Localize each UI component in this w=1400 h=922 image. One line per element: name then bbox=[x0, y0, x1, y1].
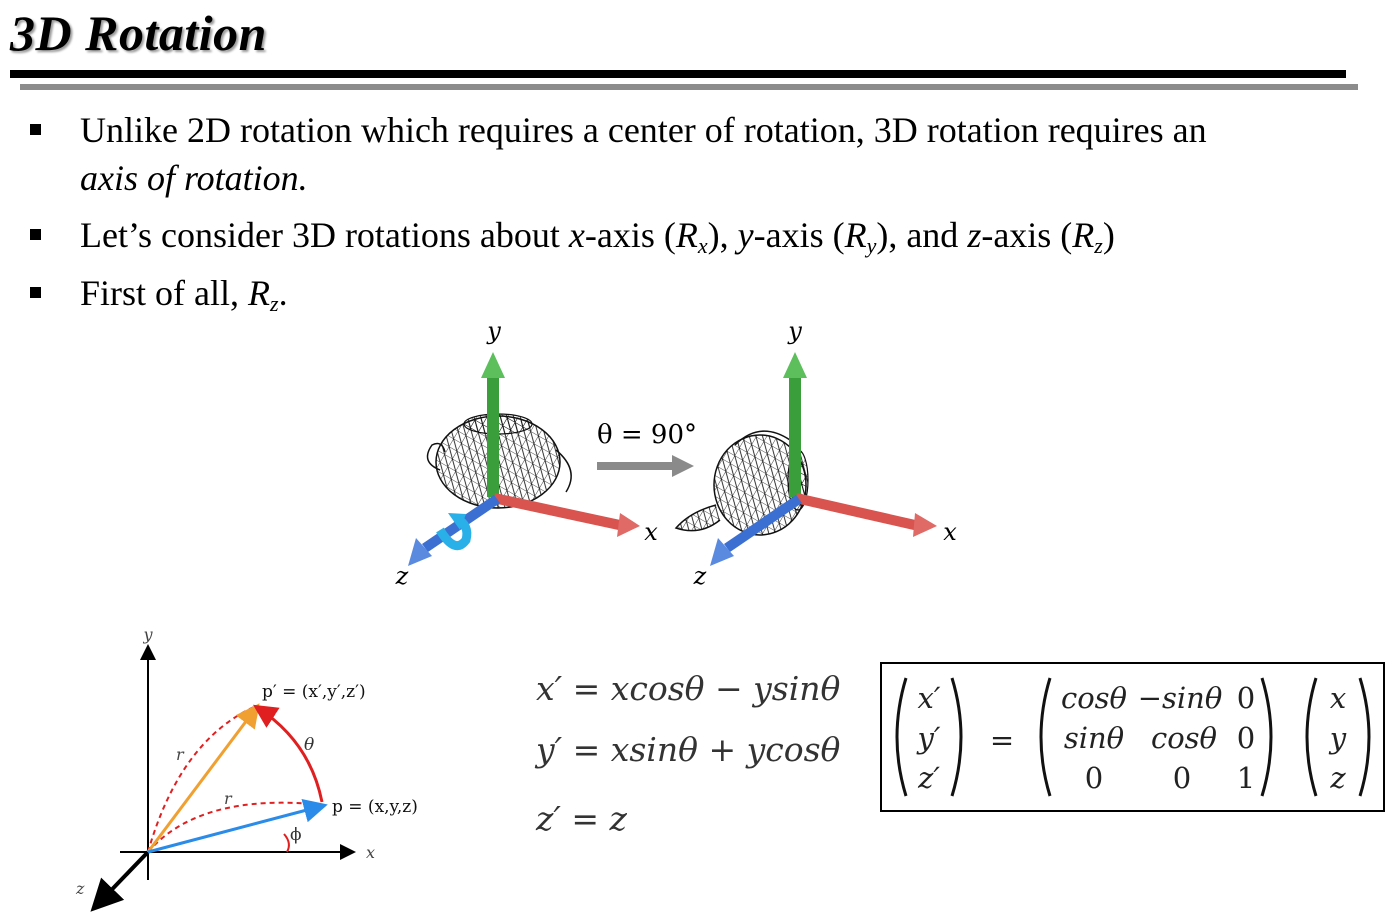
rhs-z: z bbox=[1329, 761, 1346, 795]
bullet-1-line-2: axis of rotation. bbox=[80, 158, 308, 198]
diagram-label-z: z bbox=[75, 879, 85, 898]
bullet-3: First of all, Rz. bbox=[80, 275, 288, 315]
bullet-2-text: -axis ( bbox=[981, 215, 1073, 255]
dashed-arc-p-prime bbox=[147, 705, 257, 853]
x-axis-arrowhead bbox=[913, 513, 937, 537]
diagram-label-y: y bbox=[142, 625, 153, 644]
transition-arrow bbox=[597, 462, 675, 470]
x-axis-arrow bbox=[795, 493, 920, 531]
matrix-cell: 0 bbox=[1173, 761, 1191, 795]
bullet-2-subscript: x bbox=[697, 233, 708, 258]
bullet-2-R: R bbox=[844, 215, 867, 255]
equation-z-prime: z′ = z bbox=[536, 799, 627, 838]
z-axis-arrow bbox=[724, 495, 802, 552]
matrix-cell: 0 bbox=[1237, 681, 1255, 715]
title-underline-shadow bbox=[20, 84, 1358, 90]
bullet-2-text: ), bbox=[707, 215, 738, 255]
angle-label: θ = 90° bbox=[597, 420, 697, 450]
dashed-arc-p bbox=[147, 801, 325, 853]
bullet-2-text: Let’s consider 3D rotations about bbox=[80, 215, 569, 255]
bullet-2-R: R bbox=[675, 215, 698, 255]
bullet-2-x: x bbox=[568, 215, 585, 255]
bullet-2-R: R bbox=[1072, 215, 1095, 255]
bullet-3-subscript: z bbox=[270, 291, 279, 316]
rotation-matrix-box: x′ y′ z′ = cosθ −sinθ 0 sinθ cosθ 0 0 0 … bbox=[880, 662, 1385, 812]
axis-label-y: y bbox=[787, 317, 802, 345]
matrix-cell: −sinθ bbox=[1138, 681, 1223, 715]
p-label: p = (x,y,z) bbox=[332, 797, 418, 817]
y-axis-arrowhead bbox=[783, 352, 807, 378]
bullet-2-text: -axis ( bbox=[584, 215, 676, 255]
bullet-3-text: First of all, bbox=[80, 273, 248, 313]
matrix-cell: cosθ bbox=[1151, 721, 1217, 755]
bullet-2-z: z bbox=[967, 215, 982, 255]
bullet-2: Let’s consider 3D rotations about x-axis… bbox=[80, 217, 1115, 257]
paren-left bbox=[1305, 677, 1318, 797]
bullet-2-subscript: y bbox=[866, 233, 877, 258]
bullet-2-subscript: z bbox=[1094, 233, 1103, 258]
angle-arc-phi bbox=[283, 833, 290, 853]
slide-title: 3D Rotation bbox=[10, 5, 267, 61]
x-axis-arrow bbox=[493, 493, 625, 531]
bullet-2-text: ), and bbox=[876, 215, 968, 255]
matrix-cell: 0 bbox=[1085, 761, 1103, 795]
y-axis-arrow bbox=[789, 375, 801, 497]
paren-right bbox=[1260, 677, 1273, 797]
paren-right bbox=[950, 677, 963, 797]
lhs-y-prime: y′ bbox=[916, 721, 941, 755]
rhs-y: y bbox=[1328, 721, 1347, 755]
axis-label-y: y bbox=[486, 317, 501, 345]
diagram-z-axis bbox=[90, 850, 150, 912]
x-axis-arrowhead bbox=[617, 513, 640, 537]
bullet-marker bbox=[30, 287, 41, 298]
vector-p-prime bbox=[146, 703, 260, 853]
axis-label-x: x bbox=[644, 518, 658, 546]
z-axis-arrowhead bbox=[408, 538, 432, 566]
lhs-x-prime: x′ bbox=[918, 681, 941, 715]
axis-label-x: x bbox=[943, 518, 957, 546]
bullet-3-R: R bbox=[248, 273, 270, 313]
transition-arrowhead bbox=[672, 455, 694, 477]
equation-x-prime: x′ = xcosθ − ysinθ bbox=[536, 669, 841, 708]
phi-label: ϕ bbox=[290, 825, 302, 845]
rhs-x: x bbox=[1330, 681, 1346, 715]
equals-sign: = bbox=[990, 723, 1014, 757]
bullet-1-line-1: Unlike 2D rotation which requires a cent… bbox=[80, 110, 1207, 150]
lhs-z-prime: z′ bbox=[917, 761, 940, 795]
bullet-marker bbox=[30, 229, 41, 240]
bullet-2-text: -axis ( bbox=[753, 215, 845, 255]
vector-p bbox=[147, 798, 328, 854]
matrix-cell: 0 bbox=[1237, 721, 1255, 755]
rotation-arc-theta bbox=[252, 704, 324, 803]
rotation-matrix: x′ y′ z′ = cosθ −sinθ 0 sinθ cosθ 0 0 0 … bbox=[895, 677, 1371, 797]
bullet-2-text: ) bbox=[1102, 215, 1115, 255]
bullet-2-y: y bbox=[737, 215, 754, 255]
matrix-cell: cosθ bbox=[1061, 681, 1127, 715]
paren-left bbox=[1039, 677, 1052, 797]
bullet-marker bbox=[30, 124, 41, 135]
matrix-cell: 1 bbox=[1237, 761, 1255, 795]
equation-y-prime: y′ = xsinθ + ycosθ bbox=[536, 730, 841, 769]
y-axis-arrowhead bbox=[481, 352, 505, 378]
axis-label-z: z bbox=[395, 562, 409, 590]
axis-label-z: z bbox=[693, 562, 707, 590]
y-axis-arrow bbox=[487, 375, 499, 497]
bullet-3-text: . bbox=[278, 273, 288, 313]
title-underline bbox=[10, 70, 1346, 78]
paren-right bbox=[1358, 677, 1371, 797]
diagram-label-x: x bbox=[366, 843, 375, 862]
p-prime-label: p′ = (x′,y′,z′) bbox=[262, 682, 366, 702]
radius-label: r bbox=[176, 745, 185, 764]
radius-label: r bbox=[224, 789, 233, 808]
rotation-direction-arrowhead bbox=[448, 513, 466, 530]
paren-left bbox=[895, 677, 908, 797]
matrix-cell: sinθ bbox=[1064, 721, 1124, 755]
z-axis-arrowhead bbox=[710, 538, 734, 566]
theta-label: θ bbox=[304, 735, 314, 755]
